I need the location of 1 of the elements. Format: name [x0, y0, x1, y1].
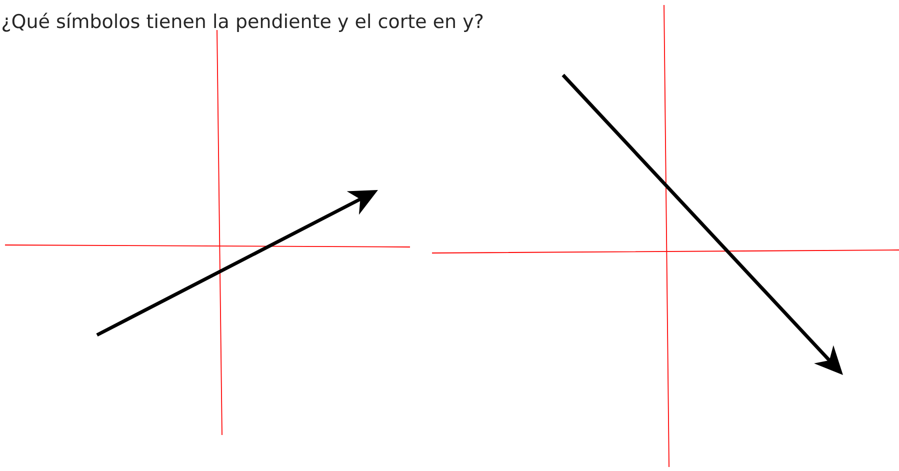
title: ¿Qué símbolos tienen la pendiente y el corte en y? — [2, 12, 483, 32]
